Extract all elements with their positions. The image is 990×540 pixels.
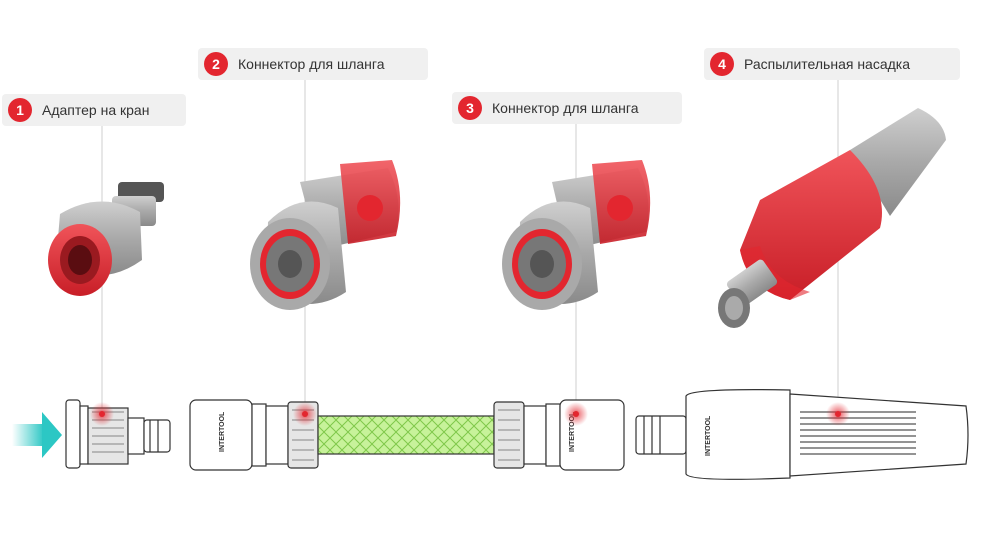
brand-text-3: INTERTOOL bbox=[705, 415, 712, 456]
badge-number: 2 bbox=[204, 52, 228, 76]
outline-assembly bbox=[65, 389, 969, 480]
brand-text-2: INTERTOOL bbox=[569, 411, 576, 452]
brand-logo-icon: INTERTOOL INTERTOOL INTERTOOL bbox=[219, 411, 712, 456]
badge-number: 1 bbox=[8, 98, 32, 122]
spray-nozzle-product bbox=[718, 108, 946, 328]
label-tap-adapter: 1 Адаптер на кран bbox=[2, 94, 186, 126]
label-text: Коннектор для шланга bbox=[238, 56, 385, 72]
brand-text-1: INTERTOOL bbox=[219, 411, 226, 452]
water-flow-arrow-icon bbox=[12, 412, 62, 458]
label-hose-connector-2: 3 Коннектор для шланга bbox=[452, 92, 682, 124]
label-text: Распылительная насадка bbox=[744, 56, 911, 72]
leader-lines bbox=[101, 80, 839, 412]
badge-number: 3 bbox=[458, 96, 482, 120]
hose-connector-product-2 bbox=[502, 160, 651, 310]
hose-connector-product-1 bbox=[250, 160, 401, 310]
badge-number: 4 bbox=[710, 52, 734, 76]
label-text: Коннектор для шланга bbox=[492, 100, 639, 116]
marker-dots bbox=[90, 402, 850, 426]
label-text: Адаптер на кран bbox=[42, 102, 150, 118]
tap-adapter-product bbox=[48, 182, 164, 296]
label-hose-connector-1: 2 Коннектор для шланга bbox=[198, 48, 428, 80]
label-spray-nozzle: 4 Распылительная насадка bbox=[704, 48, 960, 80]
